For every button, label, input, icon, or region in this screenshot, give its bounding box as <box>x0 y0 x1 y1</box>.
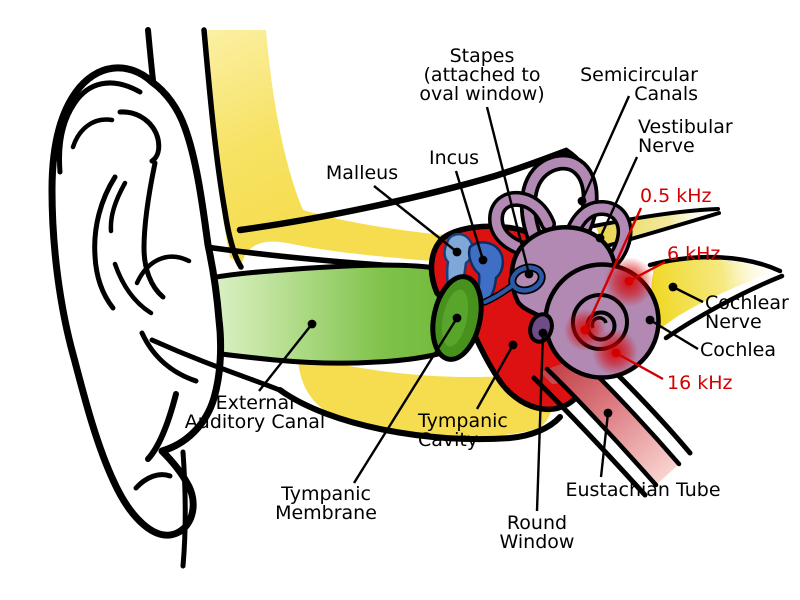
leader-line-eustachian-tube <box>599 412 610 478</box>
leader-line-tympanic-membrane <box>352 317 459 484</box>
leader-dot-tympanic-cavity <box>508 340 518 350</box>
leader-line-freq-0-5-khz <box>583 207 643 331</box>
leader-line-cochlear-nerve <box>672 285 704 304</box>
leader-dot-freq-0-5-khz <box>580 325 590 335</box>
pinna <box>48 64 285 569</box>
leader-dot-malleus <box>452 247 462 257</box>
leader-dot-freq-16-khz <box>611 348 621 358</box>
leader-line-freq-16-khz <box>615 351 664 381</box>
leader-line-incus <box>454 170 485 261</box>
leader-line-semicircular-canals <box>580 95 631 202</box>
cochlear-nerve-shape <box>647 254 785 341</box>
leader-line-stapes <box>485 106 531 275</box>
leader-dot-vestibular-nerve <box>595 233 605 243</box>
inner-ear <box>487 153 661 380</box>
leader-line-round-window <box>535 332 545 512</box>
leader-line-vestibular-nerve <box>598 156 639 239</box>
leader-line-freq-6-khz <box>628 260 666 283</box>
leader-dot-cochlear-nerve <box>668 282 678 292</box>
leader-dot-cochlea <box>645 315 655 325</box>
leader-dot-external-auditory-canal <box>307 319 317 329</box>
leader-line-cochlea <box>649 318 699 351</box>
leader-dot-semicircular-canals <box>577 196 587 206</box>
leader-dot-stapes <box>524 269 534 279</box>
leader-line-tympanic-cavity <box>475 344 515 410</box>
leader-line-external-auditory-canal <box>258 323 313 392</box>
stapes-shape <box>481 263 546 306</box>
leader-dot-incus <box>478 255 488 265</box>
leader-dot-freq-6-khz <box>624 276 634 286</box>
leader-dot-eustachian-tube <box>603 408 613 418</box>
leader-line-malleus <box>373 185 458 253</box>
leader-dot-tympanic-membrane <box>452 313 462 323</box>
leader-dot-round-window <box>538 328 548 338</box>
temporal-bone <box>206 30 557 437</box>
